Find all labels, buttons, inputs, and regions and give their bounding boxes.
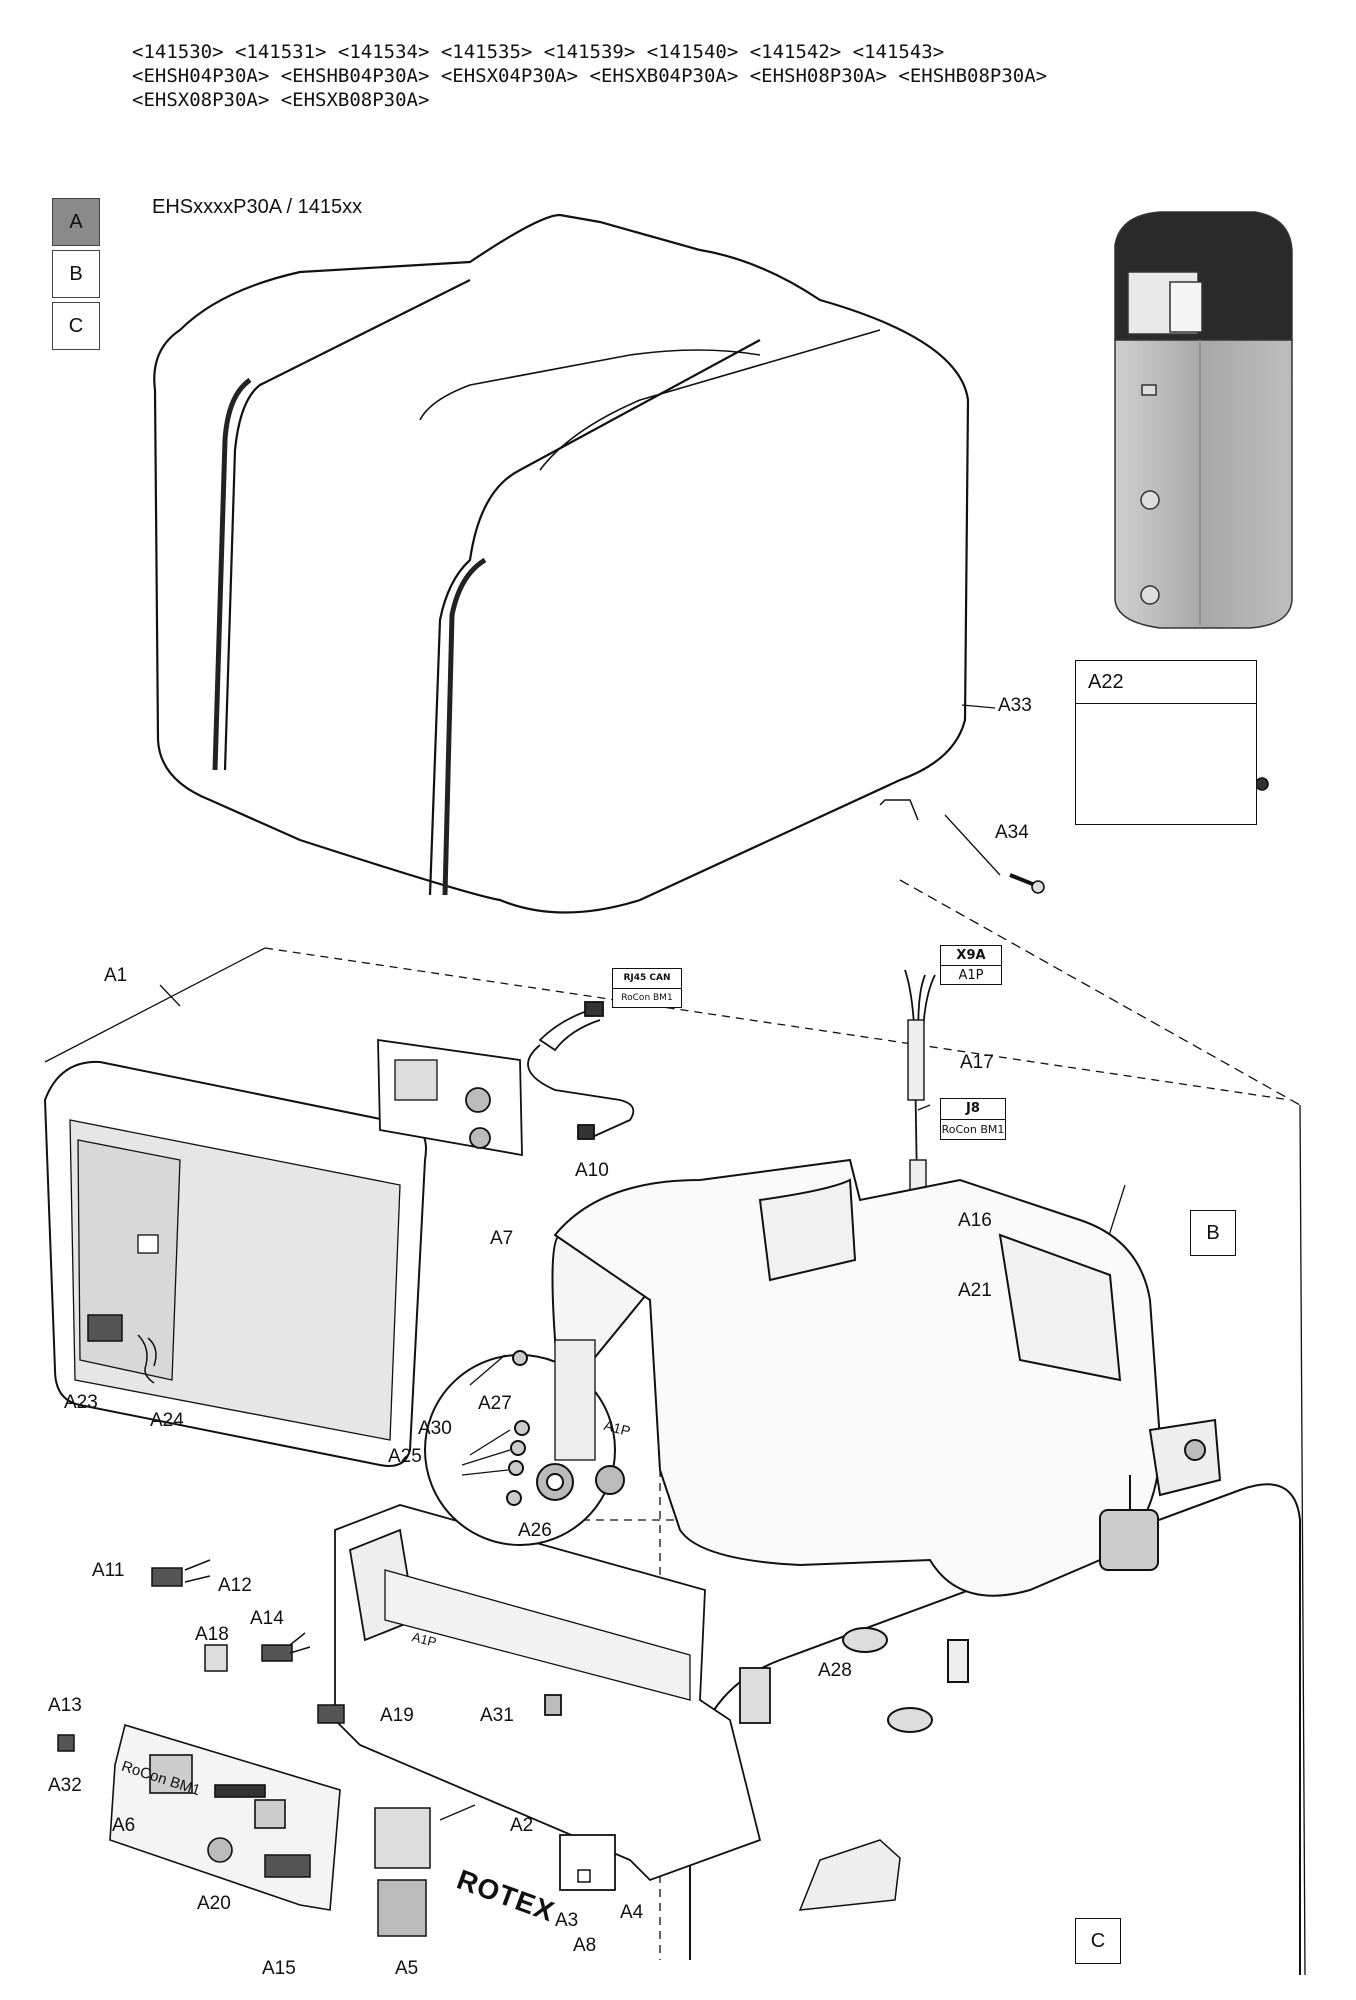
rj45-tag-top: RJ45 CAN bbox=[613, 969, 681, 989]
j8-connector-tag: J8 RoCon BM1 bbox=[940, 1098, 1006, 1140]
callout-a2[interactable]: A2 bbox=[510, 1815, 534, 1836]
j8-tag-bottom: RoCon BM1 bbox=[941, 1123, 1005, 1136]
top-cover bbox=[153, 213, 970, 914]
j8-tag-top: J8 bbox=[941, 1099, 1005, 1120]
x9a-tag-bottom: A1P bbox=[958, 968, 984, 983]
callout-a15[interactable]: A15 bbox=[262, 1958, 296, 1979]
detail-box-b[interactable]: B bbox=[1190, 1210, 1236, 1256]
rj45-connector-tag: RJ45 CAN RoCon BM1 bbox=[612, 968, 682, 1008]
kit-box-header: A22 bbox=[1076, 661, 1256, 704]
front-panel bbox=[43, 1060, 427, 1467]
section-tab-a[interactable]: A bbox=[52, 198, 100, 246]
callout-a11[interactable]: A11 bbox=[92, 1560, 125, 1581]
small-components bbox=[57, 1559, 591, 1937]
callout-a19[interactable]: A19 bbox=[380, 1705, 414, 1726]
callout-a34[interactable]: A34 bbox=[995, 822, 1029, 843]
section-tab-c[interactable]: C bbox=[52, 302, 100, 350]
callout-a30[interactable]: A30 bbox=[418, 1418, 452, 1439]
callout-a20[interactable]: A20 bbox=[197, 1893, 231, 1914]
control-unit bbox=[377, 1001, 635, 1157]
header-line-3: <EHSX08P30A> <EHSXB08P30A> bbox=[132, 89, 430, 111]
callout-a12[interactable]: A12 bbox=[218, 1575, 252, 1596]
callout-a14[interactable]: A14 bbox=[250, 1608, 284, 1629]
callout-a13[interactable]: A13 bbox=[48, 1695, 82, 1716]
callout-a10[interactable]: A10 bbox=[575, 1160, 609, 1181]
rj45-tag-bottom: RoCon BM1 bbox=[621, 993, 673, 1003]
header-line-2: <EHSH04P30A> <EHSHB04P30A> <EHSX04P30A> … bbox=[132, 65, 1048, 87]
callout-a25[interactable]: A25 bbox=[388, 1446, 422, 1467]
switch-box bbox=[334, 1504, 771, 1891]
product-thumbnail bbox=[1114, 211, 1293, 629]
callout-a7[interactable]: A7 bbox=[490, 1228, 514, 1249]
detail-box-c[interactable]: C bbox=[1075, 1918, 1121, 1964]
callout-a17[interactable]: A17 bbox=[960, 1052, 994, 1073]
callout-a16[interactable]: A16 bbox=[958, 1210, 992, 1231]
kit-box-a22: A22 bbox=[1075, 660, 1257, 825]
callout-a24[interactable]: A24 bbox=[150, 1410, 184, 1431]
callout-a33[interactable]: A33 bbox=[998, 695, 1032, 716]
callout-a6[interactable]: A6 bbox=[112, 1815, 136, 1836]
callout-a3[interactable]: A3 bbox=[555, 1910, 579, 1931]
callout-a28[interactable]: A28 bbox=[818, 1660, 852, 1681]
section-tab-b[interactable]: B bbox=[52, 250, 100, 298]
switch-parts bbox=[87, 1314, 157, 1384]
callout-a26[interactable]: A26 bbox=[518, 1520, 552, 1541]
callout-a21[interactable]: A21 bbox=[958, 1280, 992, 1301]
callout-a23[interactable]: A23 bbox=[64, 1392, 98, 1413]
callout-a8[interactable]: A8 bbox=[573, 1935, 597, 1956]
callout-a31[interactable]: A31 bbox=[480, 1705, 514, 1726]
model-label: EHSxxxxP30A / 1415xx bbox=[152, 196, 363, 218]
rocon-board bbox=[109, 1723, 341, 1911]
screw-a34 bbox=[1009, 873, 1045, 894]
x9a-tag-top: X9A bbox=[941, 946, 1001, 966]
x9a-connector-tag: X9A A1P bbox=[940, 945, 1002, 985]
callout-a32[interactable]: A32 bbox=[48, 1775, 82, 1796]
callout-a4[interactable]: A4 bbox=[620, 1902, 644, 1923]
detail-magnifier bbox=[424, 1339, 625, 1546]
callout-a27[interactable]: A27 bbox=[478, 1393, 512, 1414]
kit-label: A22 bbox=[1088, 670, 1124, 693]
callout-a18[interactable]: A18 bbox=[195, 1624, 229, 1645]
housing-body bbox=[551, 1158, 1301, 1975]
callout-a5[interactable]: A5 bbox=[395, 1958, 419, 1979]
callout-a1[interactable]: A1 bbox=[104, 965, 128, 986]
header-line-1: <141530> <141531> <141534> <141535> <141… bbox=[132, 41, 945, 63]
